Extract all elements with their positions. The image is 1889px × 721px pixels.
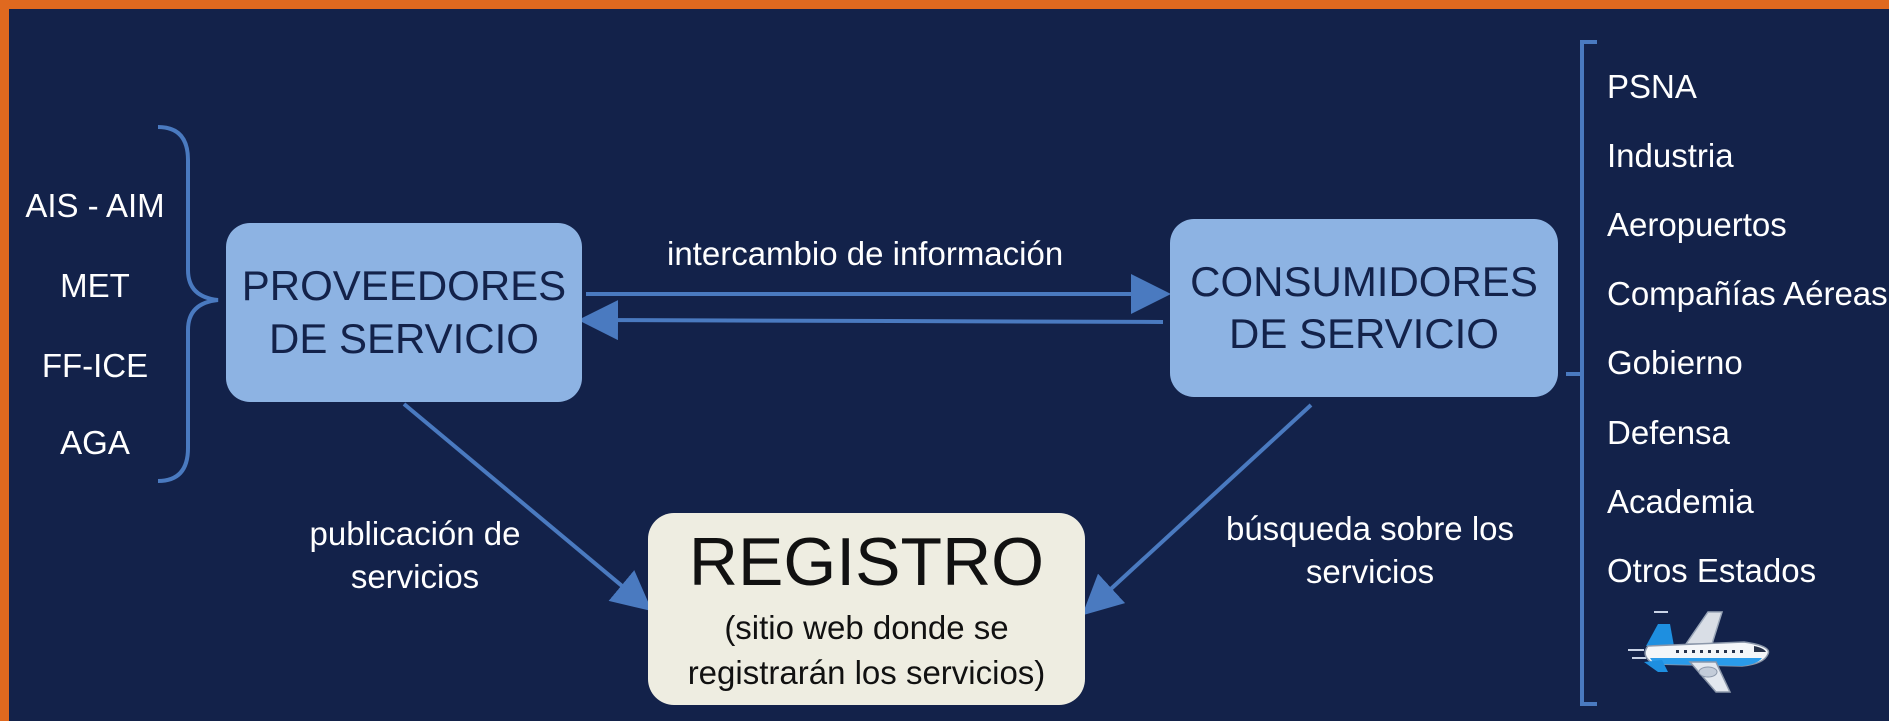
consumer-industria: Industria (1607, 137, 1734, 174)
providers-box: PROVEEDORES DE SERVICIO (226, 223, 582, 402)
registry-subtitle-line1: (sitio web donde se (724, 609, 1009, 647)
source-ff-ice: FF-ICE (41, 347, 149, 384)
consumer-aeropuertos: Aeropuertos (1607, 206, 1787, 243)
search-label-line1: búsqueda sobre los (1225, 510, 1515, 547)
providers-line1: PROVEEDORES (241, 262, 567, 309)
consumer-gobierno: Gobierno (1607, 344, 1743, 381)
registry-box: REGISTRO (sitio web donde se registrarán… (648, 513, 1085, 705)
publish-label-line1: publicación de (309, 515, 521, 552)
registry-subtitle: (sitio web donde se registrarán los serv… (688, 606, 1046, 695)
publish-label-line2: servicios (350, 557, 480, 595)
arrow-to-providers (578, 300, 1164, 341)
airplane-icon (1628, 611, 1770, 693)
search-label: búsqueda sobre los servicios (1210, 508, 1530, 594)
consumer-academia: Academia (1607, 483, 1754, 520)
arrow-publish (402, 402, 653, 612)
registry-subtitle-line2: registrarán los servicios) (687, 654, 1046, 691)
providers-line2: DE SERVICIO (269, 314, 539, 362)
search-label-line2: servicios (1305, 552, 1435, 590)
right-bracket (1566, 40, 1597, 706)
consumer-companias-aereas: Compañías Aéreas (1607, 275, 1888, 312)
source-aga: AGA (60, 424, 130, 461)
publish-label: publicación de servicios (295, 513, 535, 599)
left-brace (157, 125, 219, 483)
registry-title: REGISTRO (688, 524, 1045, 601)
consumers-line1: CONSUMIDORES (1190, 257, 1538, 305)
consumers-box: CONSUMIDORES DE SERVICIO (1170, 219, 1558, 397)
consumers-line2: DE SERVICIO (1229, 310, 1499, 357)
source-met: MET (60, 267, 130, 304)
consumer-defensa: Defensa (1607, 414, 1730, 451)
consumer-otros-estados: Otros Estados (1607, 552, 1817, 589)
exchange-label: intercambio de información (667, 235, 1064, 272)
arrow-search (1082, 403, 1313, 616)
consumer-psna: PSNA (1607, 68, 1697, 105)
source-ais-aim: AIS - AIM (25, 187, 165, 224)
